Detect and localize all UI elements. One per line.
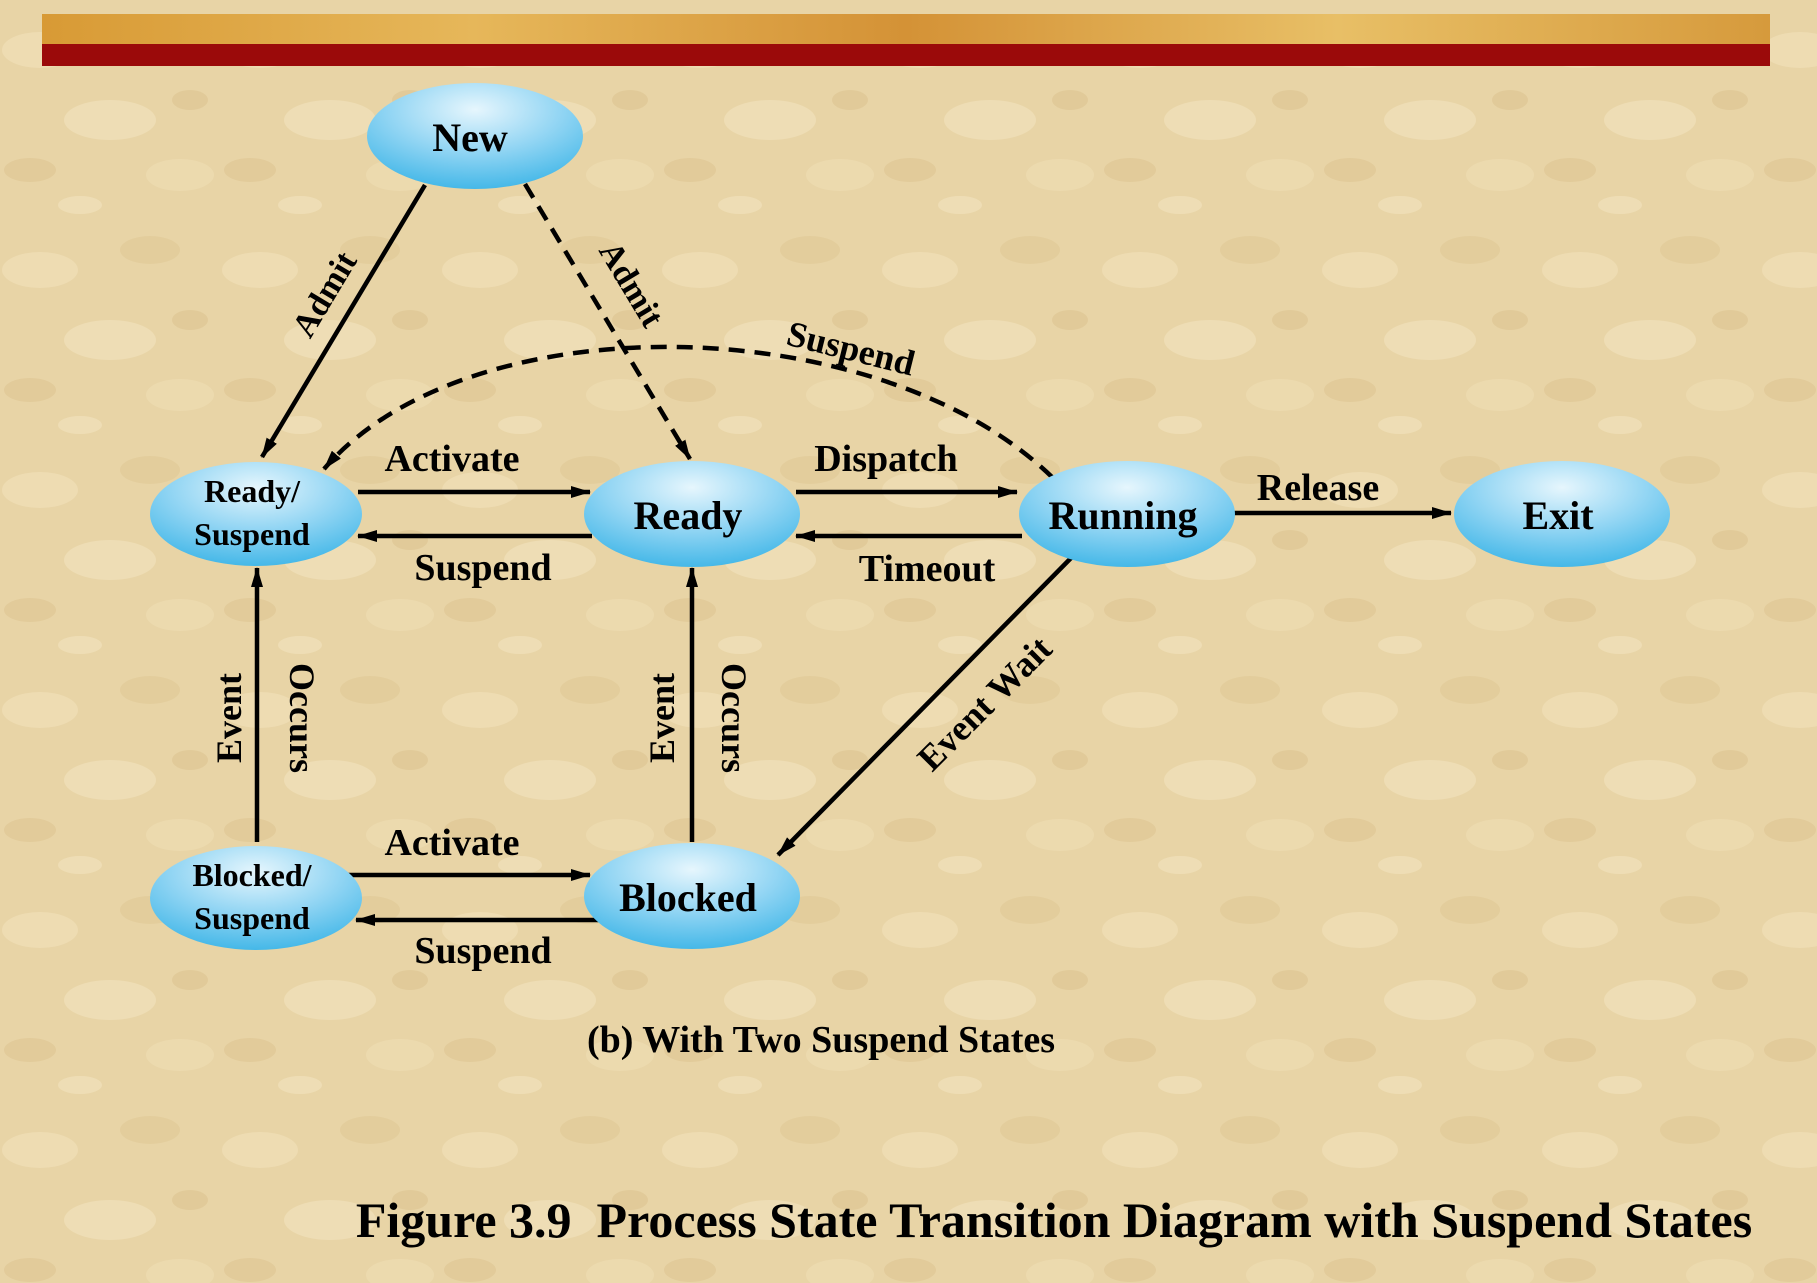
edge-suspend-running-to-ready-suspend (322, 344, 1054, 479)
label-event-occurs-left: Event Occurs (209, 663, 322, 773)
edge-event-wait (776, 555, 1074, 857)
node-exit: Exit (1454, 461, 1670, 567)
label-activate-top: Activate (384, 438, 519, 480)
label-event-occurs-left-line2: Occurs (282, 663, 322, 773)
node-blocked-suspend: Blocked/ Suspend (150, 846, 362, 950)
node-running-label: Running (1049, 493, 1198, 538)
label-dispatch: Dispatch (814, 438, 958, 480)
label-event-occurs-left-line1: Event (209, 673, 249, 763)
label-event-occurs-mid-line2: Occurs (714, 663, 754, 773)
node-ready: Ready (584, 461, 800, 567)
label-event-occurs-mid-line1: Event (642, 673, 682, 763)
label-timeout: Timeout (859, 548, 996, 590)
node-exit-label: Exit (1522, 493, 1594, 538)
node-blocked-suspend-shape (150, 846, 362, 950)
node-running: Running (1019, 461, 1235, 567)
node-exit-shape (1454, 461, 1670, 567)
red-title-bar (42, 44, 1770, 66)
node-ready-suspend-label-line1: Ready/ (204, 473, 301, 509)
edge-admit-new-to-ready-suspend (260, 183, 427, 459)
node-running-shape (1019, 461, 1235, 567)
node-blocked-suspend-label-line1: Blocked/ (192, 857, 312, 893)
label-activate-bottom: Activate (384, 822, 519, 864)
label-event-occurs-mid: Event Occurs (642, 663, 754, 773)
label-release: Release (1257, 467, 1379, 509)
node-blocked-label: Blocked (619, 875, 757, 920)
node-ready-suspend-label-line2: Suspend (194, 516, 310, 552)
node-ready-suspend: Ready/ Suspend (150, 462, 362, 566)
label-suspend-top: Suspend (414, 547, 551, 589)
node-new-label: New (432, 115, 508, 160)
edge-admit-new-to-ready (523, 182, 692, 461)
node-new: New (367, 83, 583, 189)
node-blocked-suspend-label-line2: Suspend (194, 900, 310, 936)
node-ready-shape (584, 461, 800, 567)
label-suspend-bottom: Suspend (414, 930, 551, 972)
node-ready-suspend-shape (150, 462, 362, 566)
node-blocked: Blocked (584, 843, 800, 949)
top-band (42, 14, 1770, 44)
node-blocked-shape (584, 843, 800, 949)
node-ready-label: Ready (634, 493, 743, 538)
subcaption: (b) With Two Suspend States (587, 1019, 1055, 1061)
figure-caption: Figure 3.9 Process State Transition Diag… (356, 1192, 1752, 1248)
node-new-shape (367, 83, 583, 189)
